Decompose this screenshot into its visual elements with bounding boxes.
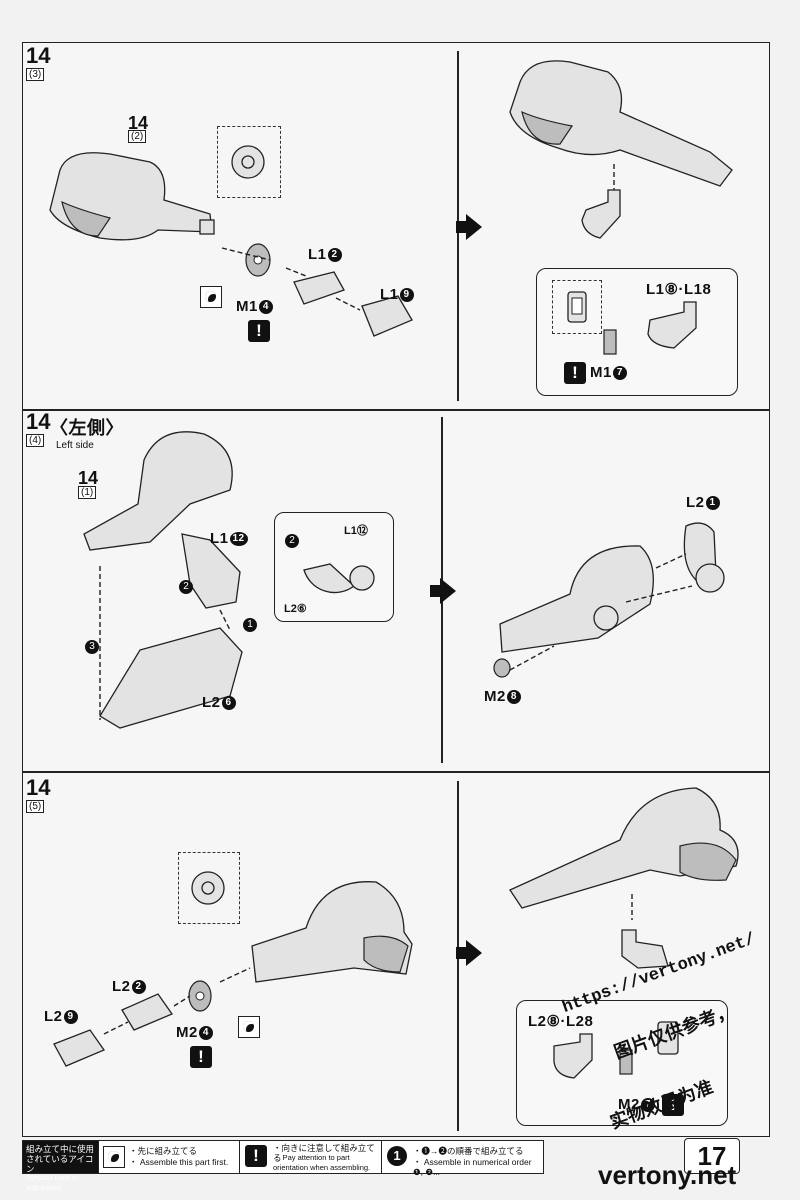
step3-zoom-warning-icon: ! xyxy=(564,362,586,384)
step4-zoom-label-l1: L1⑫ xyxy=(344,525,368,537)
step5-detail-washer xyxy=(191,871,225,905)
step4-title: 〈左側〉 xyxy=(50,418,124,438)
step5-zoom-warning-icon: ! xyxy=(662,1094,684,1116)
step3-barrel-l1-9 xyxy=(361,295,413,337)
step3-assembled-cannon xyxy=(509,60,733,187)
step3-dashed-guides xyxy=(221,247,361,311)
step3-next-arrow-icon xyxy=(456,214,482,240)
step4-assembled-cannon xyxy=(499,522,725,671)
step4-order-3: 3 xyxy=(85,640,99,654)
step5-joint-part xyxy=(621,894,669,969)
step5-dashed-guides xyxy=(103,967,251,1035)
step5-zoom-label: L2⑧·L28 xyxy=(528,1013,594,1030)
legend-order-icon: 1 xyxy=(387,1146,407,1166)
legend-order-en: ・ Assemble in numerical order ❶, ❷... xyxy=(413,1157,532,1177)
step5-assembled-cannon xyxy=(509,787,739,909)
legend-orient-jp: ・向きに注意して組み立てる xyxy=(273,1143,375,1163)
step4-subtitle: Left side xyxy=(56,440,94,451)
step3-zoom-detail-box xyxy=(552,280,602,334)
step4-substep: (4) xyxy=(26,434,45,447)
step3-detail-washer xyxy=(231,145,265,179)
step5-number: 14 xyxy=(26,775,51,800)
step4-ref-sub: (1) xyxy=(78,486,97,499)
section-divider-2 xyxy=(23,771,769,773)
step3-zoom-parts xyxy=(603,301,697,355)
page-number: 17 xyxy=(684,1138,740,1174)
step3-substep: (3) xyxy=(26,68,45,81)
step3-zoom-label: L1⑧·L18 xyxy=(646,281,712,298)
legend-title: 組み立て中に使用されているアイコン Symbols used in instru… xyxy=(23,1141,99,1192)
step4-zoom-detail xyxy=(303,563,375,594)
step5-substep: (5) xyxy=(26,800,45,813)
legend-title-jp: 組み立て中に使用されているアイコン xyxy=(26,1144,95,1174)
step5-zoom-parts xyxy=(553,1021,679,1079)
step4-washer-m2 xyxy=(493,658,511,678)
step5-orientation-warning-icon: ! xyxy=(190,1046,212,1068)
legend-order-jp: ・❶→❷の順番で組み立てる xyxy=(413,1146,524,1156)
step3-ref-number: 14 xyxy=(128,113,149,133)
step4-housing-parts xyxy=(99,533,243,729)
section-divider-1 xyxy=(23,409,769,411)
step5-detail-box xyxy=(178,852,240,924)
step5-washer-m2 xyxy=(188,980,212,1012)
step3-cannon-body xyxy=(49,152,215,241)
legend-first-jp: ・先に組み立てる xyxy=(129,1146,198,1156)
step3-ref-sub: (2) xyxy=(128,130,147,143)
legend-warning-icon: ! xyxy=(245,1145,267,1167)
legend-first: ・先に組み立てる ・ Assemble this part first. xyxy=(99,1141,240,1173)
orientation-warning-icon: ! xyxy=(248,320,270,342)
step5-barrel-l2-2 xyxy=(121,993,173,1031)
step4-order-2: 2 xyxy=(179,580,193,594)
legend-title-en: Symbols used in instructions xyxy=(26,1175,78,1192)
legend-first-en: ・ Assemble this part first. xyxy=(129,1157,229,1167)
legend-first-icon xyxy=(103,1146,125,1168)
step4-ref-number: 14 xyxy=(78,468,99,488)
step4-order-1: 1 xyxy=(243,618,257,632)
step3-joint-part xyxy=(581,164,621,239)
step3-barrel-l1-2 xyxy=(293,271,345,305)
step5-barrel-l2-9 xyxy=(53,1029,105,1067)
step4-next-arrow-icon xyxy=(430,578,456,604)
symbol-legend: 組み立て中に使用されているアイコン Symbols used in instru… xyxy=(22,1140,544,1192)
assemble-first-icon xyxy=(200,286,222,308)
legend-orient-en: ・ Pay attention to part orientation when… xyxy=(273,1153,371,1172)
step5-cannon-body xyxy=(251,881,413,983)
step5-next-arrow-icon xyxy=(456,940,482,966)
step3-detail-box xyxy=(217,126,281,198)
step4-number: 14 xyxy=(26,409,51,434)
step4-cannon-body xyxy=(83,431,233,551)
step4-zoom-label-l2: L2⑥ xyxy=(284,603,307,615)
watermark-site: vertony.net xyxy=(598,1160,737,1190)
legend-orientation: ! ・向きに注意して組み立てる ・ Pay attention to part … xyxy=(239,1141,382,1173)
step5-assemble-first-icon xyxy=(238,1016,260,1038)
step3-number: 14 xyxy=(26,43,51,68)
legend-order: 1 ・❶→❷の順番で組み立てる ・ Assemble in numerical … xyxy=(381,1141,541,1177)
step4-zoom-order-2: 2 xyxy=(285,534,299,548)
step3-zoom-detail-slot xyxy=(567,291,587,323)
